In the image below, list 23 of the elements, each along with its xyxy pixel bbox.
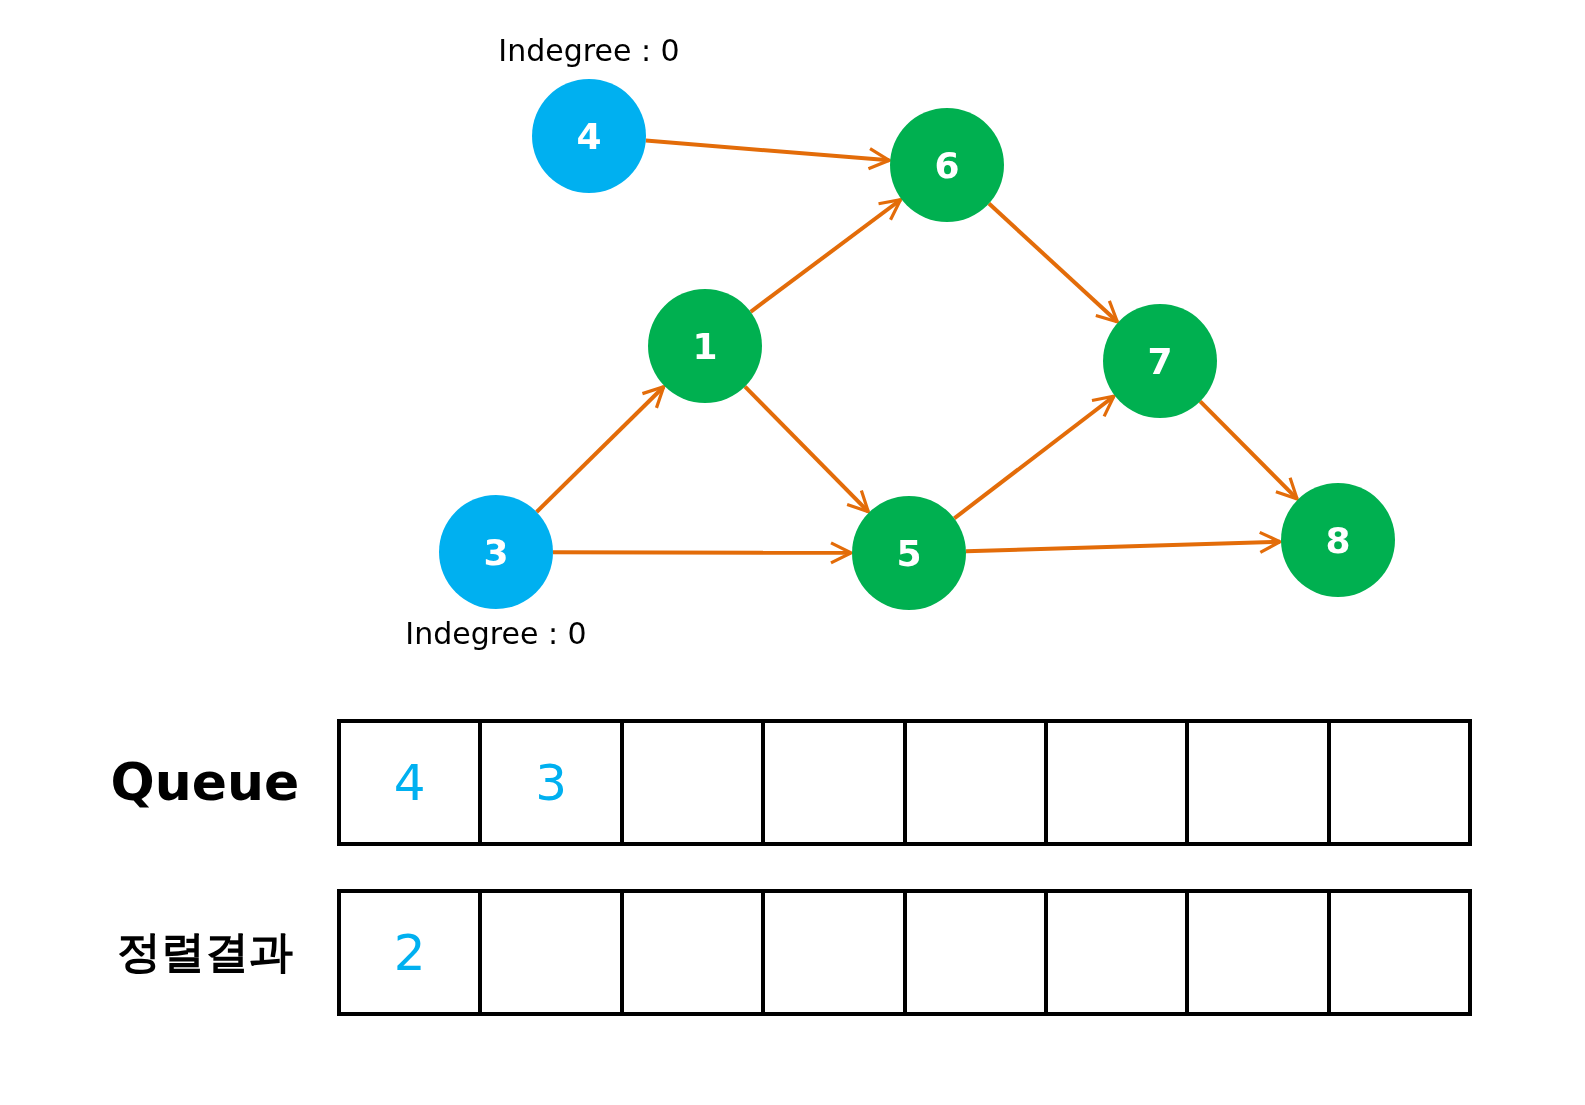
graph-node-circle: 4 <box>532 79 646 193</box>
arrow <box>953 394 1116 520</box>
indegree-label: Indegree : 0 <box>498 33 680 68</box>
cell-value: 2 <box>393 923 426 982</box>
arrow <box>553 541 853 565</box>
arrow <box>1198 400 1299 501</box>
cell-value: 3 <box>535 753 567 812</box>
row-heading: Queue <box>110 752 300 812</box>
row-heading: 정렬결과 <box>117 924 293 979</box>
arrow <box>749 198 903 314</box>
graph-node-circle: 6 <box>890 108 1004 222</box>
graph-node-circle: 8 <box>1281 483 1395 597</box>
arrow <box>965 530 1282 554</box>
graph-node-circle: 7 <box>1103 304 1217 418</box>
arrow <box>743 385 870 514</box>
arrow <box>535 385 666 514</box>
cell-value: 4 <box>393 753 426 812</box>
graph-node-circle: 3 <box>439 495 553 609</box>
arrow <box>645 138 891 171</box>
graph-node-circle: 5 <box>852 496 966 610</box>
indegree-label: Indegree : 0 <box>405 616 587 651</box>
graph-node-circle: 1 <box>648 289 762 403</box>
arrow <box>987 202 1119 324</box>
